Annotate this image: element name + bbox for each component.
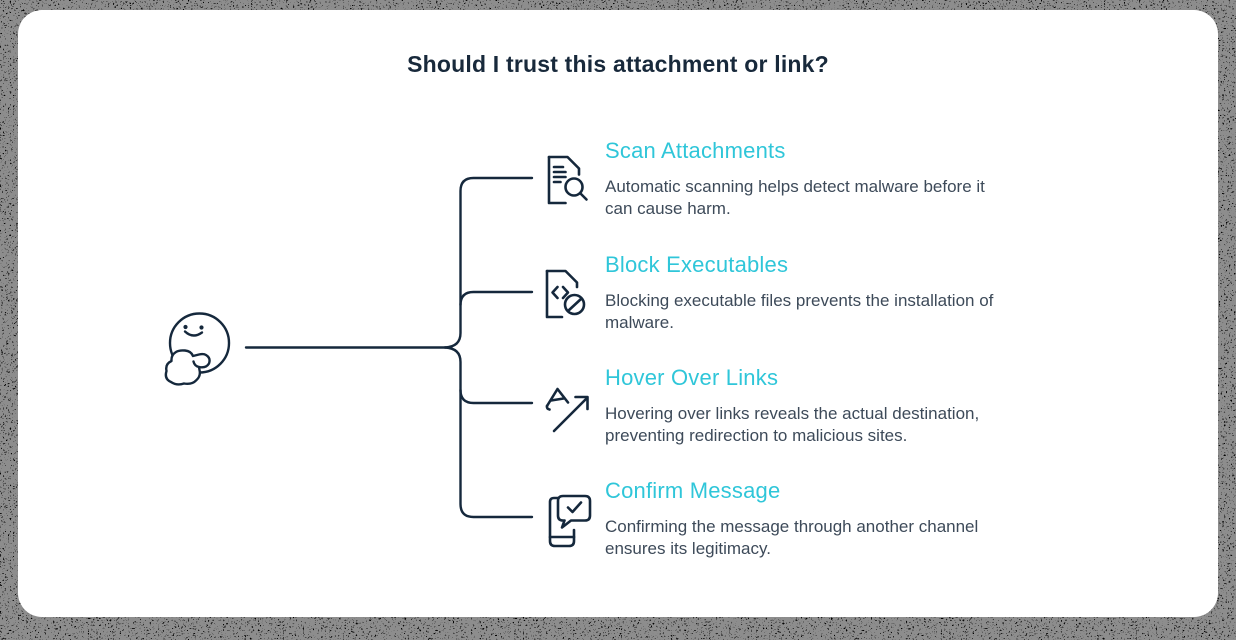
blocked-executable-icon — [545, 269, 586, 319]
confirm-message-icon — [548, 494, 592, 548]
item-title: Hover Over Links — [605, 365, 779, 390]
item-description: Hovering over links reveals the actual d… — [605, 404, 980, 445]
list-item-scan-attachments: Scan Attachments Automatic scanning help… — [605, 138, 1125, 220]
item-title: Block Executables — [605, 252, 789, 277]
list-item-block-executables: Block Executables Blocking executable fi… — [605, 252, 1125, 334]
page-title: Should I trust this attachment or link? — [407, 51, 829, 77]
item-description: Confirming the message through another c… — [605, 517, 979, 558]
scan-document-icon — [547, 155, 588, 205]
hover-cursor-icon — [545, 387, 589, 433]
item-description: Blocking executable files prevents the i… — [605, 291, 994, 332]
item-description: Automatic scanning helps detect malware … — [605, 177, 985, 218]
list-item-confirm-message: Confirm Message Confirming the message t… — [605, 478, 1125, 560]
item-title: Scan Attachments — [605, 138, 786, 163]
item-title: Confirm Message — [605, 478, 781, 503]
list-item-hover-over-links: Hover Over Links Hovering over links rev… — [605, 365, 1125, 447]
